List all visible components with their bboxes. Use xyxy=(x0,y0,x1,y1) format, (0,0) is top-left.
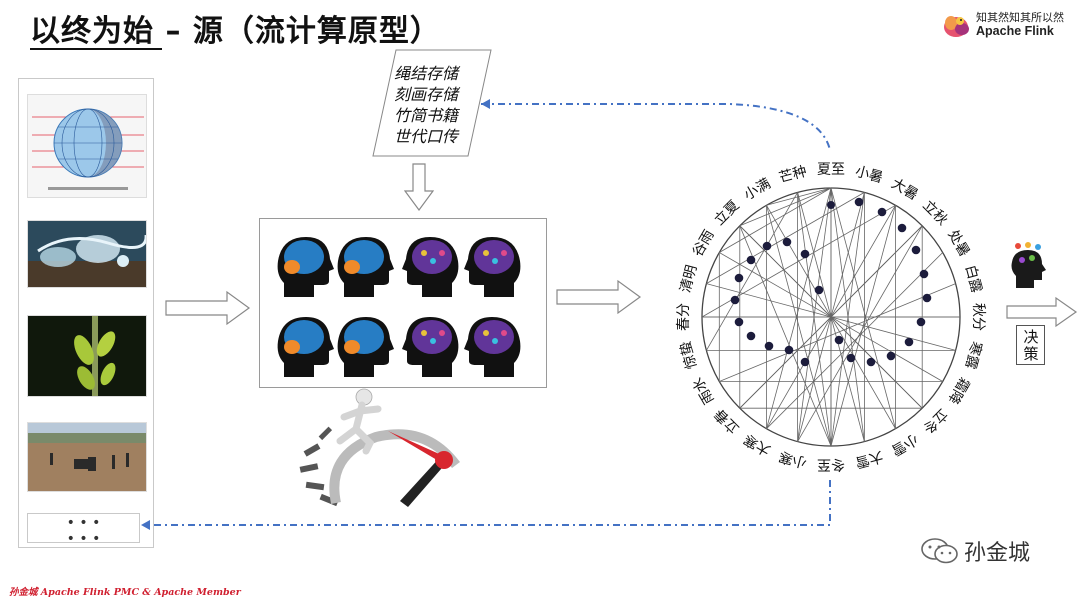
solar-term-label: 大雪 xyxy=(853,448,884,471)
wheel-dot xyxy=(917,318,926,327)
wheel-dot xyxy=(735,318,744,327)
brain-head-icon xyxy=(402,237,458,297)
wheel-dot xyxy=(731,296,740,305)
wheel-dot xyxy=(763,242,772,251)
storage-line: 竹简书籍 xyxy=(394,105,458,126)
ellipsis-row-2: • • • xyxy=(28,534,139,545)
wechat-icon xyxy=(920,537,960,565)
wheel-dot xyxy=(827,201,835,209)
farming-field-image xyxy=(27,422,147,492)
wheel-chord xyxy=(767,205,832,446)
squirrel-icon xyxy=(940,9,972,41)
solar-term-label: 春分 xyxy=(676,303,692,331)
wheel-dot xyxy=(855,198,864,207)
wheel-chord xyxy=(719,284,955,382)
wheel-chord xyxy=(798,188,831,442)
solar-term-label: 冬至 xyxy=(817,456,845,472)
footer-credit: 孙金城 Apache Flink PMC & Apache Member xyxy=(9,584,241,598)
arrow-right-icon xyxy=(1006,296,1078,328)
brain-heads-graphic xyxy=(260,219,548,389)
ellipsis-row-1: • • • xyxy=(28,518,139,529)
storage-line: 世代口传 xyxy=(394,126,458,147)
solar-term-label: 立冬 xyxy=(919,405,950,436)
solar-term-label: 大寒 xyxy=(741,430,774,459)
title-underline xyxy=(30,48,162,50)
solar-terms-wheel: 夏至小暑大暑立秋处暑白露秋分寒露霜降立冬小雪大雪冬至小寒大寒立春雨水 惊蛰 春分 清明… xyxy=(669,150,993,478)
storage-line: 刻画存储 xyxy=(394,84,458,105)
runner-speedometer-image xyxy=(296,385,466,507)
solar-term-label: 立秋 xyxy=(919,198,950,229)
wheel-dot xyxy=(735,274,744,283)
solar-term-label: 寒露 xyxy=(962,339,986,370)
solar-term-label: 秋分 xyxy=(970,303,986,331)
solar-term-label: 处暑 xyxy=(944,227,972,259)
brain-processing-box xyxy=(259,218,547,388)
solar-term-label: 小暑 xyxy=(853,164,884,187)
page-title: 以终为始 – 源（流计算原型） xyxy=(30,6,441,50)
wheel-dot xyxy=(905,338,914,347)
more-sources-ellipsis: • • • • • • xyxy=(27,513,140,543)
wheel-dot xyxy=(765,342,774,351)
brain-head-icon xyxy=(338,237,394,297)
brain-head-icon xyxy=(464,317,520,377)
apache-flink-logo: 知其然知其所以然 Apache Flink xyxy=(940,8,1070,42)
brain-head-icon xyxy=(464,237,520,297)
solar-term-label: 雨水 xyxy=(690,374,718,406)
storage-methods-note: 绳结存储 刻画存储 竹简书籍 世代口传 xyxy=(372,49,492,157)
brain-head-icon xyxy=(338,317,394,377)
arrow-right-icon xyxy=(556,279,642,315)
solar-term-label: 立夏 xyxy=(712,198,743,229)
solar-term-label: 大暑 xyxy=(888,176,920,204)
wheel-dot xyxy=(747,256,756,265)
logo-slogan: 知其然知其所以然 xyxy=(976,9,1064,25)
wheel-dot xyxy=(785,346,794,355)
wheel-dot xyxy=(801,358,810,367)
wechat-watermark: 孙金城 xyxy=(918,535,1058,565)
wheel-dot xyxy=(920,270,929,279)
wheel-dot xyxy=(815,286,824,295)
solar-term-label: 清明 xyxy=(678,263,701,294)
wheel-dot xyxy=(923,294,932,303)
thinking-head-icon xyxy=(1008,242,1050,290)
solar-term-label: 小雪 xyxy=(888,430,920,458)
decision-label: 决策 xyxy=(1016,325,1045,365)
solar-term-label: 小满 xyxy=(741,176,773,204)
wheel-dot xyxy=(867,358,876,367)
solar-term-label: 白露 xyxy=(962,263,985,294)
globe-diagram-image xyxy=(27,94,147,198)
solar-term-label: 芒种 xyxy=(777,164,808,187)
wheel-dot xyxy=(847,354,856,363)
wheel-dot xyxy=(912,246,921,255)
decision-char: 决策 xyxy=(1024,329,1038,363)
brain-head-icon xyxy=(278,237,334,297)
data-sources-panel: • • • • • • xyxy=(18,78,154,548)
arrow-down-icon xyxy=(404,163,434,211)
wheel-dot xyxy=(783,238,792,247)
logo-brand: Apache Flink xyxy=(976,24,1054,38)
wheel-dot xyxy=(887,352,896,361)
brain-head-icon xyxy=(402,317,458,377)
wheel-chord xyxy=(719,188,831,253)
brain-head-icon xyxy=(278,317,334,377)
wheel-dot xyxy=(878,208,887,217)
storage-line: 绳结存储 xyxy=(394,63,458,84)
wheel-dot xyxy=(801,250,810,259)
solar-term-label: 霜降 xyxy=(944,374,972,406)
storage-methods-text: 绳结存储 刻画存储 竹简书籍 世代口传 xyxy=(394,63,458,147)
dashed-line-top xyxy=(481,104,830,150)
watermark-text: 孙金城 xyxy=(964,535,1030,567)
plant-bud-image xyxy=(27,315,147,397)
wheel-dot xyxy=(898,224,907,233)
solar-term-label: 立春 xyxy=(712,405,743,436)
wheel-dot xyxy=(747,332,756,341)
solar-term-label: 夏至 xyxy=(817,162,845,178)
arrow-right-icon xyxy=(165,290,251,326)
water-splash-image xyxy=(27,220,147,288)
solar-terms-wheel-panel: 夏至小暑大暑立秋处暑白露秋分寒露霜降立冬小雪大雪冬至小寒大寒立春雨水 惊蛰 春分 清明… xyxy=(669,150,993,478)
solar-term-label: 谷雨 xyxy=(690,227,718,259)
solar-term-label: 惊蛰 xyxy=(678,339,701,370)
dashed-line-bottom xyxy=(148,480,830,525)
solar-term-label: 小寒 xyxy=(777,448,808,472)
wheel-dot xyxy=(835,336,844,345)
